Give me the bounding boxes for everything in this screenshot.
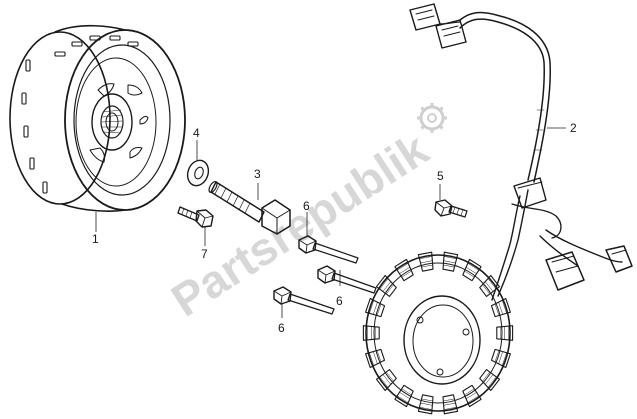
- stator-coil-pole: [362, 325, 380, 341]
- stator-coil-pole: [496, 325, 514, 341]
- coil-winding: [487, 278, 497, 290]
- coil-winding: [443, 260, 456, 264]
- stator-coil-pole: [462, 384, 482, 408]
- coil-winding: [487, 376, 497, 388]
- coil-winding: [464, 270, 475, 278]
- coil-winding: [386, 284, 394, 295]
- callout-6-upper: 6: [303, 199, 310, 213]
- coil-winding: [373, 301, 378, 315]
- callout-7: 7: [201, 247, 208, 261]
- coil-winding: [501, 352, 507, 366]
- coil-winding: [498, 351, 503, 365]
- coil-winding: [464, 388, 475, 396]
- coil-winding: [484, 374, 494, 385]
- stator-coil-pole: [394, 258, 414, 282]
- stator-coil-pole: [365, 348, 386, 369]
- coil-winding: [401, 270, 412, 278]
- coil-winding: [484, 281, 494, 292]
- coil-winding: [465, 392, 477, 400]
- stator-coil-pole: [462, 258, 482, 282]
- coil-winding: [396, 263, 409, 271]
- washer: [186, 159, 210, 187]
- stator-coil-pole: [417, 251, 434, 272]
- coil-winding: [421, 398, 433, 402]
- coil-winding: [501, 300, 507, 314]
- coil-winding: [482, 371, 490, 382]
- coil-winding: [399, 266, 411, 274]
- coil-winding: [386, 371, 394, 382]
- coil-winding: [467, 395, 480, 403]
- stator-coil-pole: [490, 297, 511, 318]
- stator-coil-pole: [417, 394, 434, 415]
- stator-coil-pole: [394, 384, 414, 408]
- coil-winding: [443, 398, 455, 402]
- coil-winding: [376, 303, 382, 316]
- coil-winding: [420, 260, 433, 264]
- coil-winding: [382, 281, 392, 292]
- stator-coil-pole: [442, 394, 459, 415]
- coil-winding: [498, 301, 503, 315]
- watermark-text: Partsrepublik: [162, 122, 437, 326]
- coil-winding: [373, 351, 378, 365]
- coil-winding: [396, 395, 409, 403]
- watermark-gear-icon: [417, 103, 447, 133]
- coil-winding: [420, 402, 433, 406]
- stator-bolt-lower: [273, 286, 335, 315]
- coil-winding: [419, 406, 433, 410]
- stator-coil-pole: [442, 251, 459, 272]
- flywheel-rotor: [9, 24, 186, 212]
- coil-winding: [379, 278, 389, 290]
- stator-bolt-middle: [317, 265, 377, 294]
- flywheel-bolt: [208, 180, 291, 235]
- coil-winding: [494, 303, 500, 316]
- coil-winding: [401, 388, 412, 396]
- coil-winding: [369, 352, 375, 366]
- coil-winding: [379, 376, 389, 388]
- stator-assembly: [362, 3, 633, 415]
- leader-lines: [95, 127, 566, 318]
- stator-coil-pole: [479, 274, 501, 297]
- coil-winding: [421, 264, 433, 268]
- coil-winding: [467, 263, 480, 271]
- coil-winding: [369, 300, 375, 314]
- coil-winding: [399, 392, 411, 400]
- coil-winding: [443, 402, 456, 406]
- coil-winding: [419, 256, 433, 260]
- callout-6-middle: 6: [336, 294, 343, 308]
- callout-4: 4: [193, 126, 200, 140]
- coil-winding: [482, 284, 490, 295]
- callout-3: 3: [254, 167, 261, 181]
- stator-coil-pole: [365, 297, 386, 318]
- stator-coil-pole: [490, 348, 511, 369]
- stator-coil-pole: [375, 274, 397, 297]
- coil-winding: [443, 264, 455, 268]
- callout-labels: 1 2 3 4 5 6 6 6 7: [92, 121, 577, 335]
- stator-coil-pole: [375, 369, 397, 392]
- coil-winding: [443, 256, 457, 260]
- coil-winding: [382, 374, 392, 385]
- coil-winding: [465, 266, 477, 274]
- callout-6-lower: 6: [278, 321, 285, 335]
- callout-1: 1: [92, 232, 99, 246]
- coil-winding: [443, 406, 457, 410]
- callout-2: 2: [570, 121, 577, 135]
- harness-clamp-bolt: [434, 199, 468, 218]
- stator-coil-pole: [479, 369, 501, 392]
- watermark: Partsrepublik: [162, 103, 447, 326]
- callout-5: 5: [437, 169, 444, 183]
- coil-winding: [494, 350, 500, 363]
- stator-bolt-upper: [298, 235, 359, 264]
- small-bolt: [177, 206, 214, 228]
- coil-winding: [376, 350, 382, 363]
